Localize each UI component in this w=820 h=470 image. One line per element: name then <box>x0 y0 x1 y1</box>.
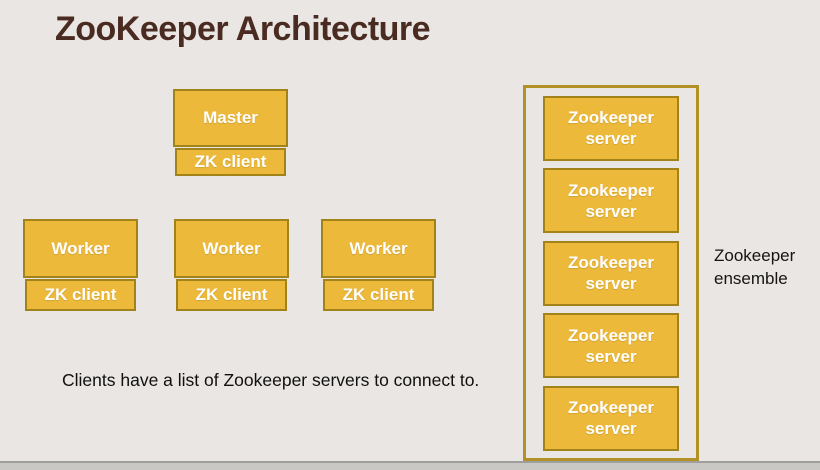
server-label-line1: Zookeeper <box>568 398 654 417</box>
zookeeper-server-node: Zookeeper server <box>543 95 679 161</box>
worker-zk-client-badge: ZK client <box>25 279 136 311</box>
server-label-line1: Zookeeper <box>568 253 654 272</box>
worker-label: Worker <box>23 219 138 278</box>
server-label-line2: server <box>585 346 637 366</box>
ensemble-container: Zookeeper server Zookeeper server Zookee… <box>523 85 699 461</box>
server-label-line2: server <box>585 129 637 148</box>
zookeeper-server-node: Zookeeper server <box>543 313 679 378</box>
master-zk-client-badge: ZK client <box>175 148 286 176</box>
zookeeper-server-node: Zookeeper server <box>543 240 679 306</box>
ensemble-label-line2: ensemble <box>714 269 788 288</box>
master-label: Master <box>173 89 288 147</box>
server-label-line2: server <box>585 201 637 221</box>
diagram-caption: Clients have a list of Zookeeper servers… <box>62 370 480 390</box>
ensemble-label: Zookeeper ensemble <box>714 244 795 290</box>
server-label-line2: server <box>585 274 637 293</box>
worker-zk-client-badge: ZK client <box>176 279 287 311</box>
worker-node: Worker ZK client <box>174 219 289 311</box>
worker-zk-client-badge: ZK client <box>323 279 434 311</box>
worker-node: Worker ZK client <box>321 219 436 311</box>
bottom-divider-line <box>0 461 820 463</box>
worker-label: Worker <box>174 219 289 278</box>
zookeeper-server-node: Zookeeper server <box>543 385 679 451</box>
ensemble-label-line1: Zookeeper <box>714 246 796 265</box>
page-title: ZooKeeper Architecture <box>55 10 431 48</box>
server-label-line1: Zookeeper <box>568 325 654 345</box>
zookeeper-server-node: Zookeeper server <box>543 168 679 233</box>
master-node: Master ZK client <box>173 89 288 176</box>
bottom-edge-strip <box>0 463 820 470</box>
worker-node: Worker ZK client <box>23 219 138 311</box>
worker-label: Worker <box>321 219 436 278</box>
server-label-line1: Zookeeper <box>568 180 654 200</box>
server-label-line2: server <box>585 419 637 438</box>
server-label-line1: Zookeeper <box>568 108 654 127</box>
